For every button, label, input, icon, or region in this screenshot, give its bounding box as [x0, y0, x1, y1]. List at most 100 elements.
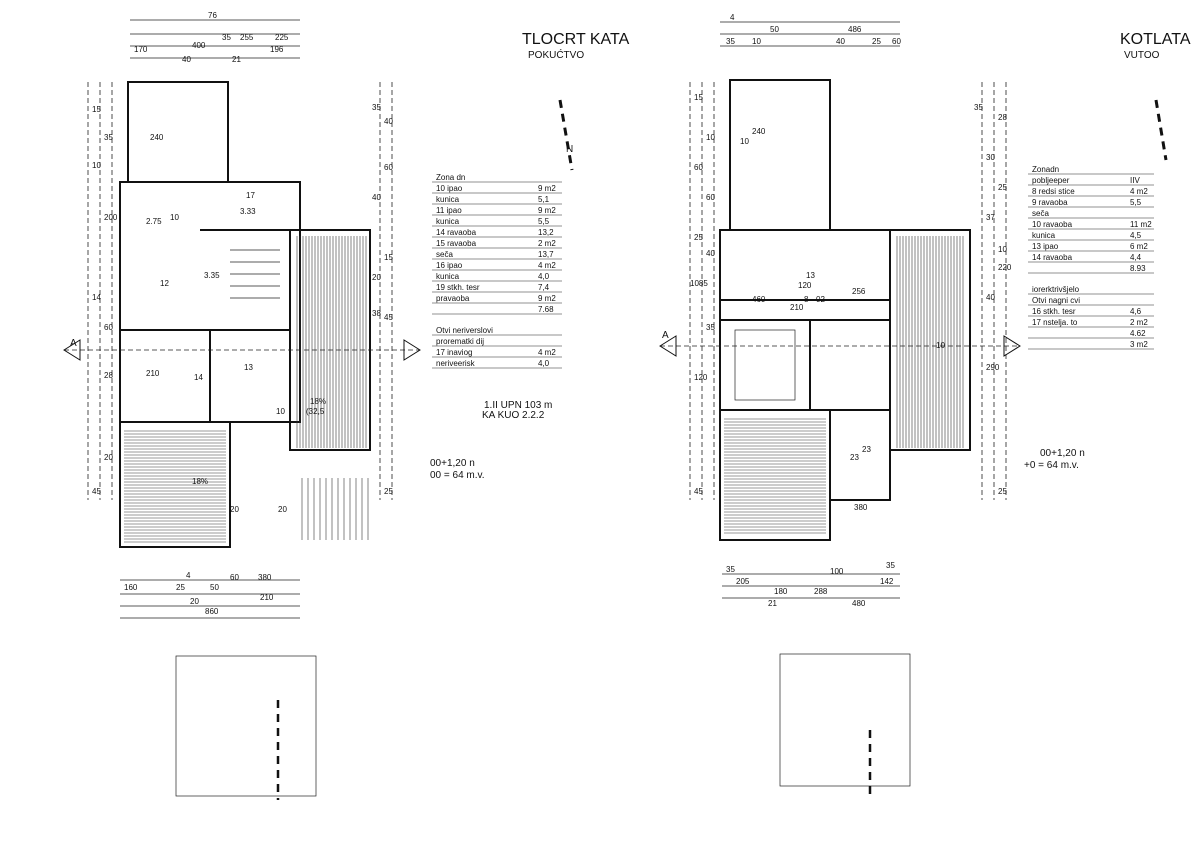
right-room-label-5: 8 [804, 295, 809, 304]
left-room-label-16: 17 [246, 191, 255, 200]
table-row-value: 2 m2 [538, 239, 556, 248]
left-section-line: A [63, 338, 421, 361]
table-row-value: 5,5 [1130, 198, 1142, 207]
left-dim-bot-3: 380 [258, 573, 272, 582]
table-row-name: 10 ravaoba [1032, 220, 1073, 229]
left-dim-bot-2: 60 [230, 573, 239, 582]
right-sheet-header-2: VUTOO [1124, 50, 1160, 61]
right-dim-side-r8: 220 [998, 263, 1012, 272]
right-room-label-10: 10 [936, 341, 945, 350]
table-row-name: 13 ipao [1032, 242, 1059, 251]
right-elevation: 00+1,20 n [1040, 448, 1085, 459]
right-dim-side-r6: 10 [998, 245, 1007, 254]
right-dim-top-6: 40 [836, 37, 845, 46]
left-dim-top-4: 400 [192, 41, 206, 50]
left-top-dimensions: 76 40 170 400 21 196 255 35 225 [130, 11, 300, 64]
table-row-value: 4,0 [538, 272, 550, 281]
table-row-name: kunica [436, 272, 460, 281]
right-dim-bot-2: 205 [736, 577, 750, 586]
right-sheet-header: KOTLATA [1120, 31, 1191, 48]
table-row-name: seča [436, 250, 453, 259]
right-roof-hatch-east [896, 236, 964, 448]
right-room-label-6: 02 [816, 295, 825, 304]
right-bottom-dimensions: 35 205 180 288 100 142 480 21 35 [722, 561, 900, 608]
table-foot-value: 4.62 [1130, 329, 1146, 338]
table-row-name: kunica [436, 195, 460, 204]
left-total-1: 1.II UPN 103 m [484, 400, 552, 411]
left-side-dimensions: 15 35 10 200 14 60 28 20 45 35 40 60 40 … [87, 82, 393, 500]
right-top-dimensions: 4 50 486 35 10 40 25 60 [720, 13, 901, 47]
left-dim-side-1: 15 [92, 105, 101, 114]
left-elevation-2: 00 = 64 m.v. [430, 470, 485, 481]
right-dim-side-2: 10 [706, 133, 715, 142]
right-dim-bot-4: 288 [814, 587, 828, 596]
table-row-name: 14 ravaoba [1032, 253, 1073, 262]
right-roof-hatch-south [724, 418, 826, 534]
table-row-value: 5,1 [538, 195, 550, 204]
right-room-label-3: 120 [798, 281, 812, 290]
right-dim-side-r9: 290 [986, 363, 1000, 372]
table-foot-value: 4,0 [538, 359, 550, 368]
left-room-label-12: 18% [310, 397, 326, 406]
right-dim-side-r5: 37 [986, 213, 995, 222]
table-row-name: 11 ipao [436, 206, 462, 215]
left-dim-top-2: 40 [182, 55, 191, 64]
right-dim-bot-7: 480 [852, 599, 866, 608]
right-dim-bot-8: 21 [768, 599, 777, 608]
right-dim-side-r1: 35 [974, 103, 983, 112]
left-room-label-2: 10 [170, 213, 179, 222]
right-dim-bot-1: 35 [726, 565, 735, 574]
table-foot-value: 4,6 [1130, 307, 1142, 316]
left-dim-top-1: 76 [208, 11, 217, 20]
table-row-name: pobljeeper [1032, 176, 1070, 185]
left-dim-bot-9: 860 [205, 607, 219, 616]
left-room-label-11: 10 [276, 407, 285, 416]
table-row-value: IIV [1130, 176, 1140, 185]
right-dim-bot-5: 100 [830, 567, 844, 576]
left-dim-side-5: 14 [92, 293, 101, 302]
right-dim-top-4: 35 [726, 37, 735, 46]
left-dim-bot-7: 20 [190, 597, 199, 606]
right-dim-side-6: 40 [706, 249, 715, 258]
table-row-name: pravaoba [436, 294, 470, 303]
table-row-value: 9 m2 [538, 206, 556, 215]
left-site-plan-box [175, 655, 317, 797]
table-row-name: 19 stkh. tesr [436, 283, 480, 292]
right-room-label-8: 210 [790, 303, 804, 312]
right-plan: KOTLATA VUTOO 4 50 486 35 10 40 25 60 15 [659, 13, 1191, 800]
left-dim-side-r7: 45 [384, 313, 393, 322]
table-row-value: 4 m2 [1130, 187, 1148, 196]
table-foot-name: Otvi neriverslovi [436, 326, 493, 335]
right-dim-side-5: 25 [694, 233, 703, 242]
left-dim-side-2: 35 [104, 133, 113, 142]
table-foot-name: iorerktrivšjelo [1032, 285, 1080, 294]
left-dim-side-8: 20 [104, 453, 113, 462]
section-arrow-icon [63, 339, 421, 361]
right-section-marker: A [662, 330, 669, 341]
north-arrow-icon: N [558, 99, 574, 171]
right-room-labels: 240 10 120 460 8 02 256 210 13 10 23 23 … [740, 127, 945, 512]
left-room-label-9: 20 [230, 505, 239, 514]
right-room-label-11: 23 [862, 445, 871, 454]
table-foot-value: 2 m2 [1130, 318, 1148, 327]
right-dim-top-2: 50 [770, 25, 779, 34]
left-room-label-7: 14 [194, 373, 203, 382]
table-row-value: 5,5 [538, 217, 550, 226]
left-building-outline [119, 81, 371, 548]
left-room-label-6: 13 [244, 363, 253, 372]
table-row-value: 13,7 [538, 250, 554, 259]
left-dim-side-r1: 35 [372, 103, 381, 112]
left-dim-side-6: 60 [104, 323, 113, 332]
north-arrow-icon [1154, 99, 1168, 161]
left-dim-side-r8: 38 [372, 309, 381, 318]
left-section-marker: A [70, 338, 77, 349]
left-roof-hatch-east [296, 236, 367, 448]
right-room-label-2: 10 [740, 137, 749, 146]
table-row-value: 11 m2 [1130, 220, 1152, 229]
left-dim-bot-4: 160 [124, 583, 138, 592]
right-dim-bot-6: 142 [880, 577, 894, 586]
right-dim-side-r10: 25 [998, 487, 1007, 496]
left-dim-side-r3: 60 [384, 163, 393, 172]
right-dim-side-7: 1085 [690, 279, 708, 288]
